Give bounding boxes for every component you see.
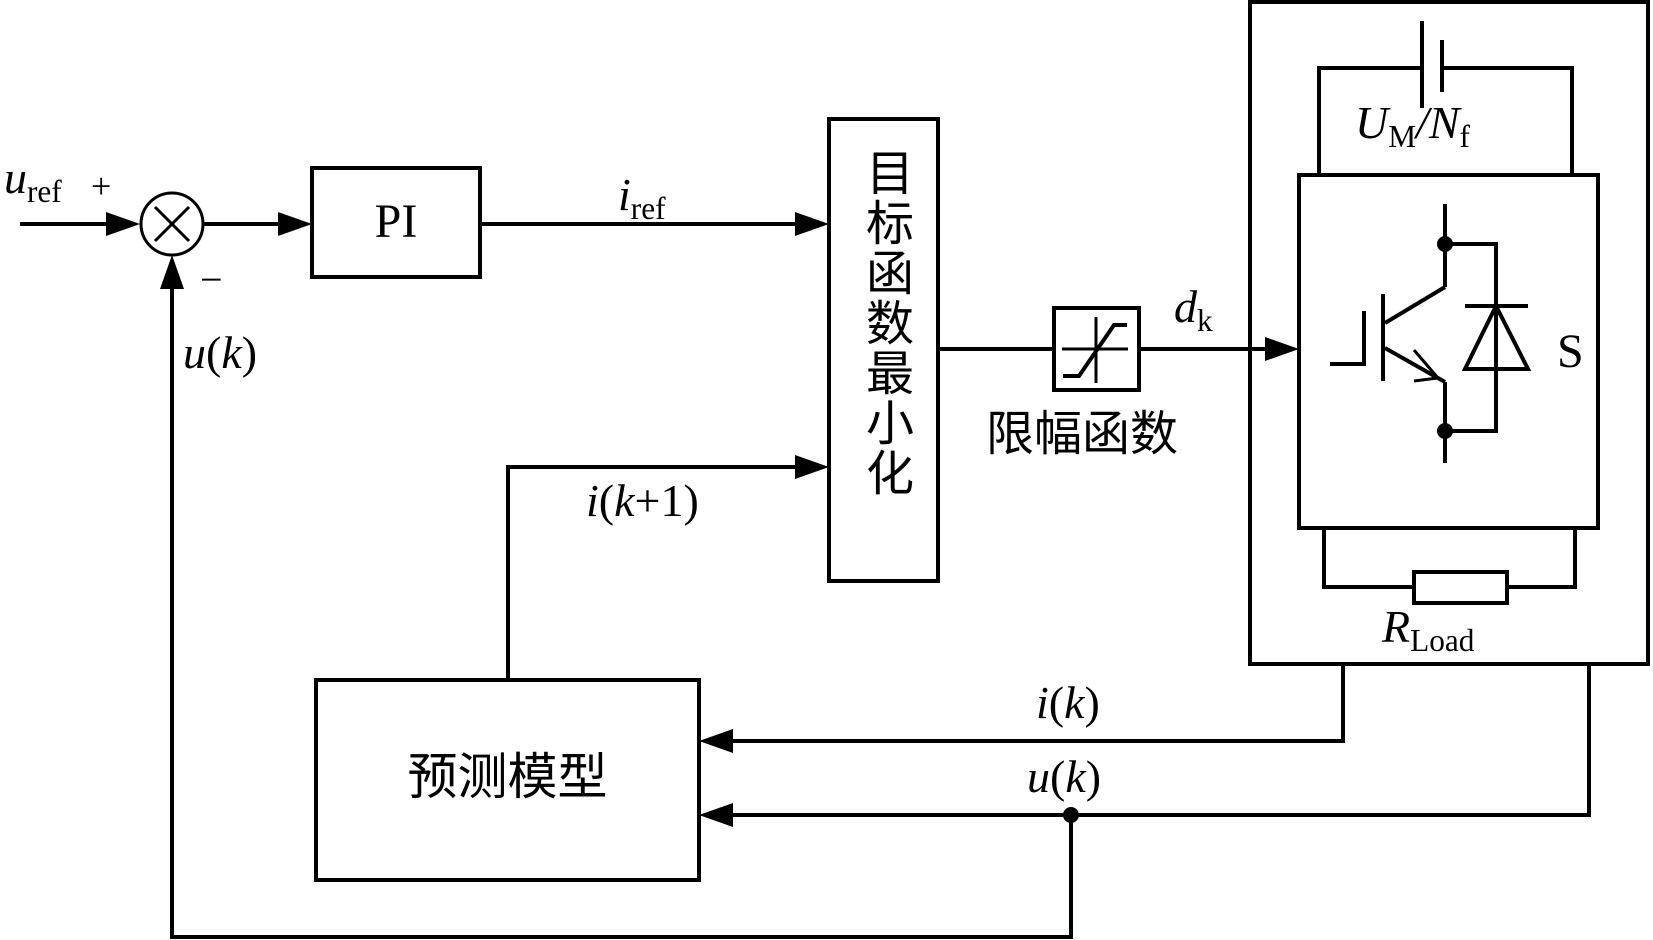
load-label: RLoad bbox=[1382, 601, 1475, 658]
current-feedback-line bbox=[722, 664, 1345, 743]
prediction-arrow bbox=[795, 455, 829, 479]
switch-label: S bbox=[1557, 325, 1584, 378]
voltage-feedback-label: u(k) bbox=[1027, 751, 1102, 802]
iref-arrow bbox=[795, 212, 829, 236]
minus-sign: − bbox=[200, 257, 223, 302]
converter-container bbox=[1248, 0, 1650, 666]
collector-diag bbox=[1383, 285, 1447, 325]
duty-arrow bbox=[1265, 337, 1299, 361]
voltage-feedback-arrow bbox=[699, 803, 733, 827]
voltage-feedback-line bbox=[722, 664, 1591, 817]
gate bbox=[1330, 311, 1366, 366]
objective-block bbox=[827, 117, 940, 583]
limiter-caption: 限幅函数 bbox=[986, 406, 1179, 462]
feedback-arrow bbox=[160, 255, 184, 289]
prediction-model-label: 预测模型 bbox=[407, 748, 608, 806]
summing-junction bbox=[139, 191, 205, 257]
prediction-label: i(k+1) bbox=[586, 475, 699, 526]
current-feedback-label: i(k) bbox=[1036, 677, 1100, 728]
duty-label: dk bbox=[1174, 281, 1213, 338]
limiter-block bbox=[1052, 306, 1141, 392]
outer-feedback-line bbox=[170, 280, 1073, 939]
saturation-icon bbox=[1063, 323, 1127, 378]
load-resistor bbox=[1322, 528, 1577, 605]
switch-box bbox=[1297, 173, 1600, 530]
prediction-model-block bbox=[314, 678, 701, 882]
source-label: UM/Nf bbox=[1355, 97, 1470, 154]
current-feedback-arrow bbox=[699, 729, 733, 753]
diode-icon bbox=[1445, 242, 1532, 433]
pi-label: PI bbox=[374, 195, 418, 248]
dc-source bbox=[1317, 21, 1574, 175]
resistor-icon bbox=[1412, 570, 1509, 605]
plus-sign: + bbox=[91, 166, 112, 206]
objective-label: 目标函数最小化 bbox=[857, 148, 913, 498]
prediction-output-line bbox=[506, 465, 805, 680]
iref-label: iref bbox=[618, 169, 666, 226]
pi-input-arrow bbox=[278, 212, 312, 236]
uref-label: uref bbox=[4, 152, 62, 209]
uref-arrow bbox=[106, 212, 140, 236]
feedback-uk-label: u(k) bbox=[183, 327, 258, 378]
emitter-arrow bbox=[1412, 349, 1441, 383]
